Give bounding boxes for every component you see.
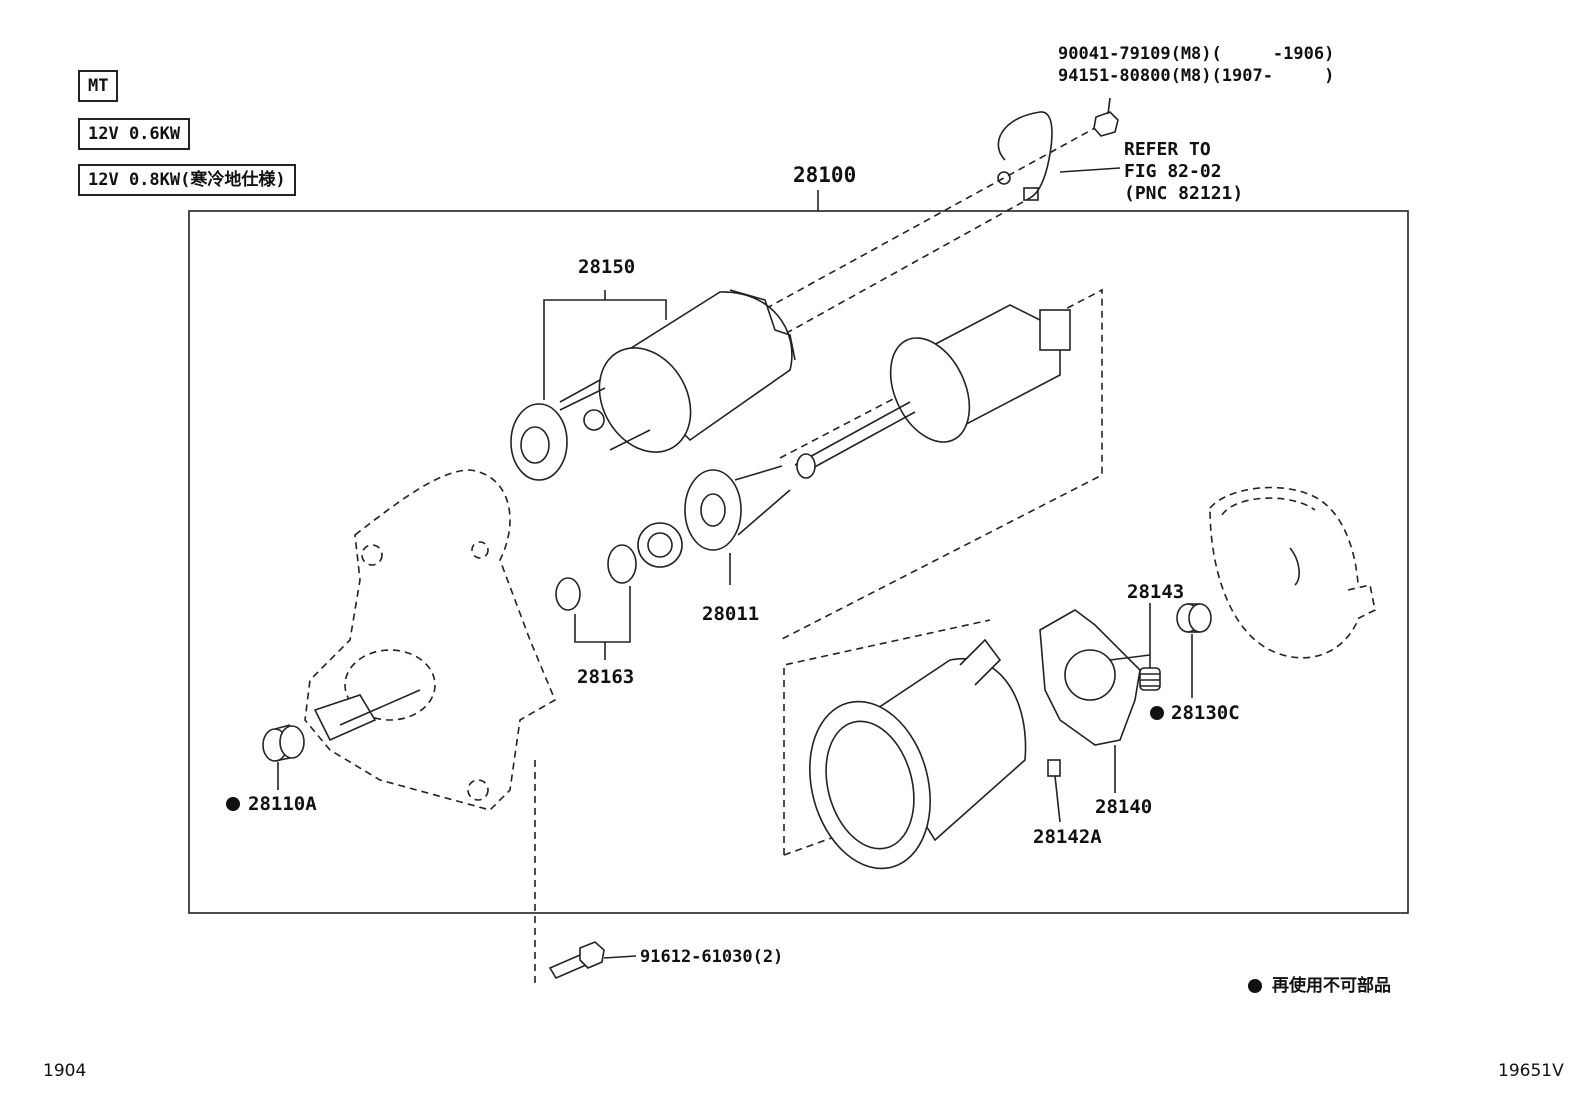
leader-nut — [1107, 97, 1111, 115]
label-28100: 28100 — [793, 163, 857, 187]
bracket-28163 — [574, 586, 631, 643]
dash-solenoid-wire — [764, 197, 1031, 346]
label-28163: 28163 — [577, 666, 635, 688]
label-28130c: 28130C — [1171, 702, 1240, 724]
leader-refer — [1059, 167, 1121, 173]
dot-legend — [1248, 979, 1262, 993]
label-28011: 28011 — [702, 603, 760, 625]
wire-lug — [997, 171, 1011, 185]
housing-part — [304, 469, 557, 811]
yoke-part — [809, 638, 1027, 870]
brush-part — [1047, 759, 1061, 777]
footer-left-code: 1904 — [43, 1061, 87, 1081]
spring-part — [1139, 667, 1161, 691]
label-bolt: 91612-61030(2) — [640, 947, 784, 967]
nut-part — [1093, 111, 1119, 137]
hardware-line-1: 90041-79109(M8)( -1906) — [1058, 44, 1335, 64]
refer-line-2: FIG 82-02 — [1124, 161, 1222, 182]
solenoid-part — [510, 289, 796, 481]
dash-solenoid-nut — [744, 127, 1096, 321]
refer-line-3: (PNC 82121) — [1124, 183, 1244, 204]
label-28143: 28143 — [1127, 581, 1185, 603]
wire-terminal — [997, 111, 1053, 199]
label-28140: 28140 — [1095, 796, 1153, 818]
label-28110a: 28110A — [248, 793, 317, 815]
leader-28142a — [1054, 775, 1061, 823]
spec-box-mt: MT — [78, 70, 119, 102]
brush-holder-part — [1039, 609, 1151, 746]
refer-line-1: REFER TO — [1124, 139, 1211, 160]
footer-right-code: 19651V — [1498, 1061, 1564, 1081]
label-28142a: 28142A — [1033, 826, 1102, 848]
spec-box-06kw: 12V 0.6KW — [78, 118, 191, 150]
end-cover-part — [1209, 486, 1376, 659]
dot-28110a — [226, 797, 240, 811]
hardware-line-2: 94151-80800(M8)(1907- ) — [1058, 66, 1335, 86]
clutch-part — [637, 465, 791, 568]
leader-bolt — [603, 955, 637, 959]
legend-text: 再使用不可部品 — [1272, 976, 1391, 996]
ring-b — [607, 544, 637, 584]
spec-box-08kw: 12V 0.8KW(寒冷地仕様) — [78, 164, 296, 196]
bearing-part — [262, 724, 305, 762]
armature-part — [794, 304, 1071, 476]
ring-a — [555, 577, 581, 611]
assembly-frame — [188, 210, 1409, 914]
yoke-box — [783, 619, 991, 855]
dot-28130c — [1150, 706, 1164, 720]
label-28150: 28150 — [578, 256, 636, 278]
sleeve-part — [796, 453, 816, 479]
bushing-part — [1176, 603, 1212, 633]
wire-connector — [1023, 187, 1039, 201]
bolt-part — [548, 941, 605, 980]
